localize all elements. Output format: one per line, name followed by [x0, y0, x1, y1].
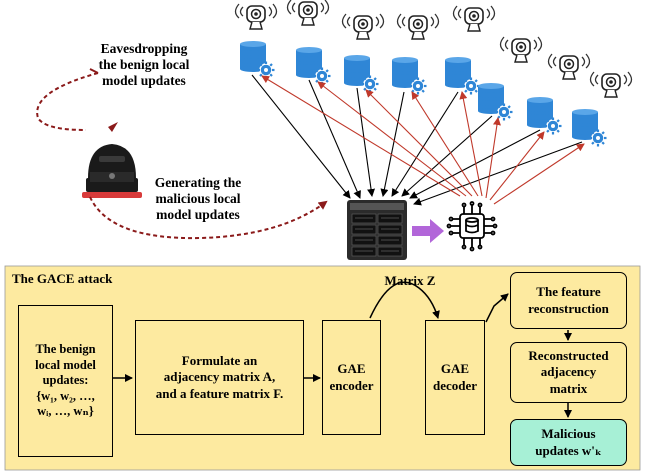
camera-icon — [589, 71, 633, 98]
camera-icon — [234, 3, 278, 30]
database-gear-icon — [445, 57, 480, 95]
attack-title: The GACE attack — [12, 271, 113, 286]
malicious-updates-box: Malicious updates w'ₖ — [510, 419, 627, 466]
iot-fleet — [234, 0, 633, 147]
transfer-arrow — [412, 219, 444, 243]
flow-arrows — [113, 281, 572, 418]
generating-label: Generating the malicious local model upd… — [154, 175, 242, 222]
camera-icon — [547, 53, 591, 80]
eavesdropping-label: Eavesdropping the benign local model upd… — [98, 41, 190, 88]
gae-encoder-box: GAE encoder — [322, 320, 381, 435]
gae-decoder-box: GAE decoder — [425, 320, 485, 435]
database-gear-icon — [572, 109, 607, 147]
generate-arrow — [89, 196, 328, 240]
reconstructed-adjacency-box: Reconstructed adjacency matrix — [510, 342, 627, 403]
server-icon — [347, 200, 407, 260]
hacker-icon — [82, 144, 142, 198]
benign-updates-box: The benign local model updates: {w₁, w₂,… — [18, 305, 113, 457]
update-links — [251, 74, 585, 206]
camera-icon — [341, 13, 385, 40]
database-gear-icon — [392, 57, 427, 95]
camera-icon — [499, 36, 543, 63]
database-gear-icon — [296, 47, 331, 85]
database-gear-icon — [344, 55, 379, 93]
database-gear-icon — [527, 97, 562, 135]
eavesdrop-arrowhead — [108, 122, 118, 132]
matrix-z-label: Matrix Z — [384, 273, 436, 288]
camera-icon — [452, 5, 496, 32]
camera-icon — [286, 0, 330, 26]
database-gear-icon — [240, 41, 275, 79]
camera-icon — [396, 13, 440, 40]
neural-chip-icon — [446, 201, 498, 252]
database-gear-icon — [478, 83, 513, 121]
feature-reconstruction-box: The feature reconstruction — [510, 272, 627, 329]
formulate-box: Formulate an adjacency matrix A, and a f… — [135, 320, 304, 435]
